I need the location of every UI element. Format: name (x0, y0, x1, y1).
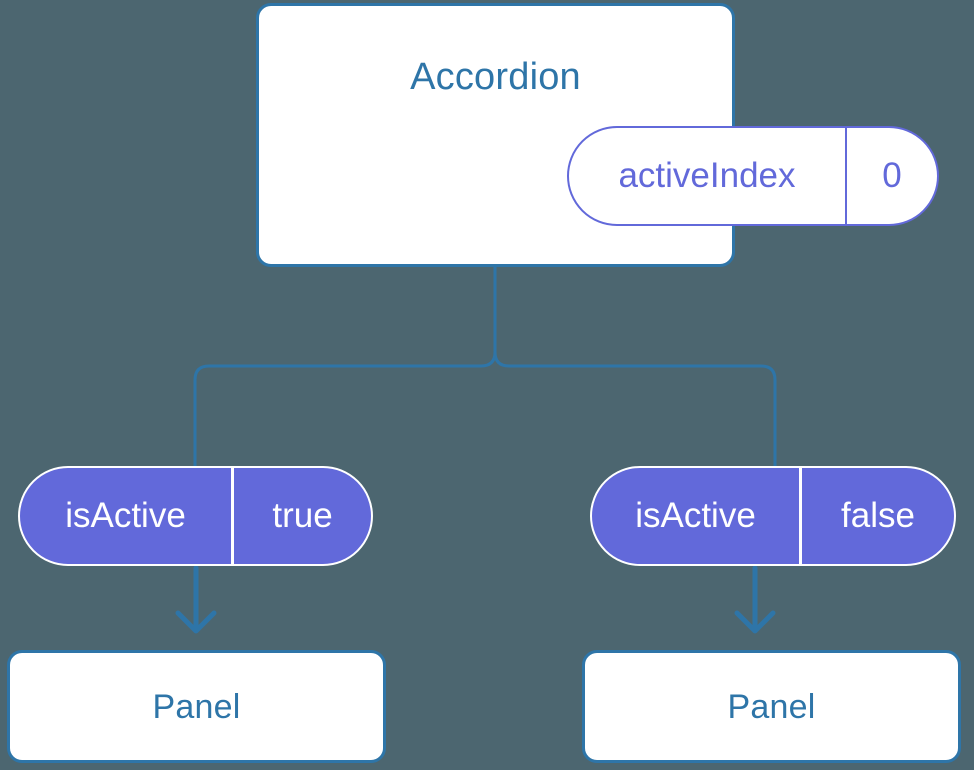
panel-title-left: Panel (152, 687, 241, 726)
state-pill-is-active-left-value: true (272, 496, 333, 535)
state-pill-is-active-left[interactable]: isActive true (18, 466, 373, 566)
tree-connector-branch-right (493, 350, 777, 468)
panel-component-card-right[interactable]: Panel (582, 650, 961, 763)
state-pill-is-active-left-key: isActive (20, 468, 234, 564)
state-pill-active-index-key: activeIndex (569, 128, 847, 224)
accordion-title: Accordion (410, 56, 581, 98)
panel-title-right: Panel (727, 687, 816, 726)
arrow-left-pill-to-panel (175, 565, 217, 634)
state-pill-active-index-value: 0 (882, 156, 902, 195)
state-pill-active-index[interactable]: activeIndex 0 (567, 126, 939, 226)
panel-component-card-left[interactable]: Panel (7, 650, 386, 763)
arrow-right-pill-to-panel (734, 565, 776, 634)
state-pill-is-active-right-key: isActive (592, 468, 802, 564)
state-pill-is-active-right[interactable]: isActive false (590, 466, 956, 566)
state-pill-is-active-right-value: false (841, 496, 915, 535)
accordion-component-card[interactable]: Accordion activeIndex 0 (256, 3, 939, 267)
tree-connector-trunk (193, 264, 497, 468)
